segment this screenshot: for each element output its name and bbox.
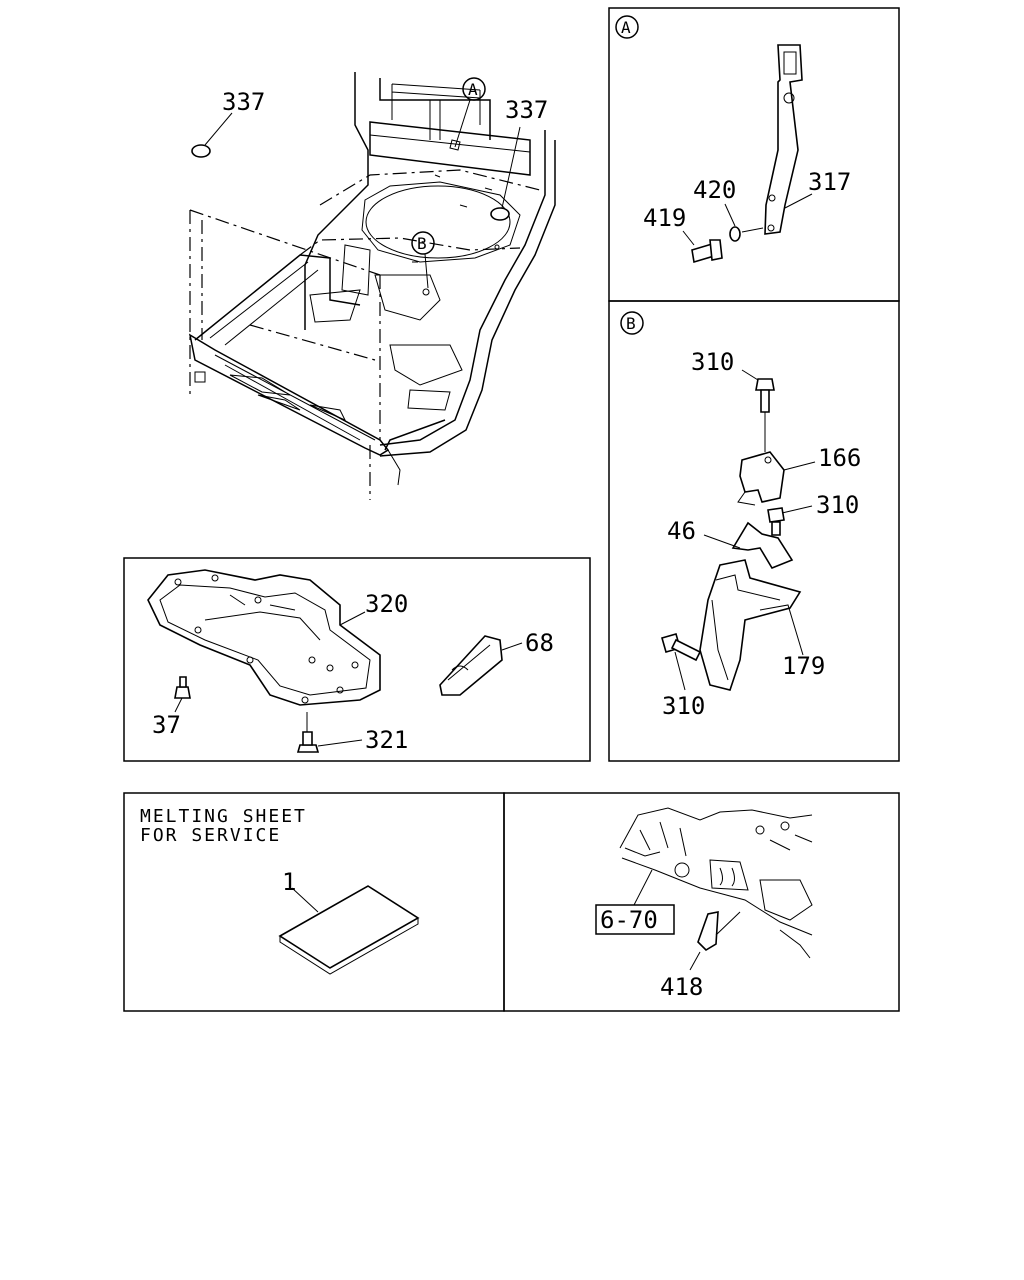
part-number-321: 321 bbox=[365, 726, 408, 754]
callout-337-left: 337 bbox=[191, 88, 265, 158]
bolt-310-mid: 310 bbox=[767, 491, 859, 536]
part-number-310-top: 310 bbox=[691, 348, 734, 376]
harness-bracket-179: 179 bbox=[699, 559, 825, 691]
detail-a-title-letter: A bbox=[621, 18, 631, 37]
melting-sheet-heading-line2: FOR SERVICE bbox=[140, 825, 281, 846]
part-number-418: 418 bbox=[660, 973, 703, 1001]
engine-casting-illustration bbox=[619, 807, 813, 959]
detail-b-marker-letter: B bbox=[417, 234, 427, 253]
melting-sheet-1: 1 bbox=[278, 868, 420, 975]
part-number-420: 420 bbox=[693, 176, 736, 204]
part-number-166: 166 bbox=[818, 444, 861, 472]
part-number-310-mid: 310 bbox=[816, 491, 859, 519]
detail-a-marker-letter: A bbox=[468, 80, 478, 99]
clip-37: 37 bbox=[152, 676, 191, 739]
under-cover-frame bbox=[123, 557, 591, 762]
part-number-337-right: 337 bbox=[505, 96, 548, 124]
detail-a-title: A bbox=[615, 15, 639, 39]
tie-down-hook-317: 317 bbox=[764, 44, 851, 235]
callout-detail-b-marker: B bbox=[411, 231, 435, 289]
detail-b-title-letter: B bbox=[626, 314, 636, 333]
bolt-310-bottom: 310 bbox=[661, 633, 705, 720]
stud-321: 321 bbox=[296, 712, 408, 754]
detail-b-frame bbox=[608, 300, 900, 762]
part-number-337-left: 337 bbox=[222, 88, 265, 116]
part-number-320: 320 bbox=[365, 590, 408, 618]
floor-assembly-illustration bbox=[188, 72, 556, 500]
part-number-68: 68 bbox=[525, 629, 554, 657]
insulator-418: 418 bbox=[660, 911, 741, 1001]
bracket-46: 46 bbox=[667, 517, 794, 569]
callout-337-right: 337 bbox=[490, 96, 548, 221]
detail-a-frame bbox=[608, 7, 900, 302]
part-number-419: 419 bbox=[643, 204, 686, 232]
reference-frame bbox=[503, 792, 900, 1012]
callout-detail-a-marker: A bbox=[449, 77, 486, 151]
melting-sheet-heading-line1: MELTING SHEET bbox=[140, 806, 307, 827]
part-number-179: 179 bbox=[782, 652, 825, 680]
part-number-1: 1 bbox=[282, 868, 296, 896]
bolt-419: 419 bbox=[643, 204, 723, 264]
under-cover-320: 320 bbox=[147, 569, 408, 706]
reference-code-6-70: 6-70 bbox=[600, 906, 658, 934]
part-number-310-bottom: 310 bbox=[662, 692, 705, 720]
part-number-46: 46 bbox=[667, 517, 696, 545]
bolt-310-top: 310 bbox=[691, 348, 775, 452]
reference-6-70: 6-70 bbox=[595, 869, 675, 935]
part-number-317: 317 bbox=[808, 168, 851, 196]
guard-plate-68: 68 bbox=[439, 629, 554, 696]
detail-b-title: B bbox=[620, 311, 644, 335]
washer-420: 420 bbox=[693, 176, 764, 242]
part-number-37: 37 bbox=[152, 711, 181, 739]
clamp-166: 166 bbox=[737, 444, 861, 506]
